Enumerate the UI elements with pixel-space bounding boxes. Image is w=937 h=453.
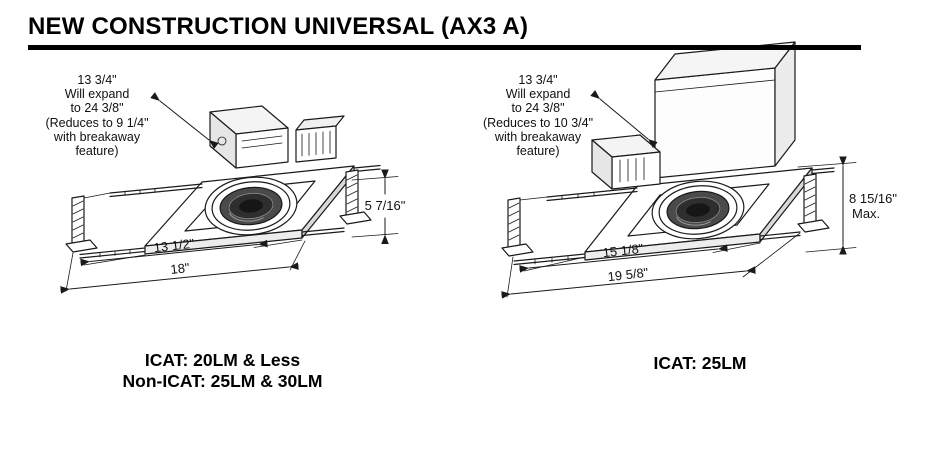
caption-right: ICAT: 25LM [555, 353, 845, 374]
right-enclosure-box [654, 41, 796, 179]
title-rule [28, 45, 861, 50]
right-expand-arrow [590, 89, 658, 149]
note-line: with breakaway [53, 129, 141, 144]
page-title: NEW CONSTRUCTION UNIVERSAL (AX3 A) [28, 13, 529, 40]
caption-line: Non-ICAT: 25LM & 30LM [122, 371, 323, 391]
expand-note-left: 13 3/4" Will expand to 24 3/8" (Reduces … [30, 73, 164, 158]
note-line: Will expand [505, 87, 571, 102]
left-driver-box [295, 115, 345, 163]
caption-line: ICAT: 25LM [653, 353, 747, 373]
right-width-outer-dimension [501, 232, 801, 299]
left-expand-arrow [150, 92, 219, 149]
note-line: 13 3/4" [518, 73, 558, 87]
height-dim-label-right: 8 15/16" [849, 191, 897, 206]
left-nail-plate-right [339, 169, 372, 225]
note-line: (Reduces to 9 1/4" [45, 115, 149, 130]
note-line: with breakaway [494, 129, 582, 144]
left-junction-box [209, 105, 289, 169]
height-dim-label-left: 5 7/16" [364, 198, 406, 213]
note-line: feature) [516, 144, 560, 159]
note-line: (Reduces to 10 3/4" [482, 115, 594, 130]
note-line: 13 3/4" [77, 73, 117, 87]
note-line: to 24 3/8" [70, 101, 124, 116]
note-line: feature) [75, 144, 119, 159]
right-nail-plate-right [797, 173, 830, 233]
expand-note-right: 13 3/4" Will expand to 24 3/8" (Reduces … [460, 73, 616, 158]
left-nail-plate-left [65, 192, 111, 253]
right-height-dimension [797, 156, 857, 255]
left-height-dimension [351, 169, 399, 244]
right-nail-plate-left [501, 196, 548, 257]
right-baffle [651, 180, 745, 240]
caption-line: ICAT: 20LM & Less [144, 350, 301, 370]
note-line: to 24 3/8" [511, 101, 565, 116]
right-fixture-drawing [501, 41, 857, 299]
height-dim-max-label-right: Max. [852, 206, 881, 221]
note-line: Will expand [64, 87, 130, 102]
left-baffle [204, 176, 298, 236]
left-hanger-bar-right [301, 164, 381, 237]
right-hanger-bar-right [759, 167, 835, 241]
caption-left: ICAT: 20LM & Less Non-ICAT: 25LM & 30LM [55, 350, 390, 392]
left-width-outer-dimension [60, 240, 306, 294]
left-fixture-drawing [60, 92, 399, 294]
